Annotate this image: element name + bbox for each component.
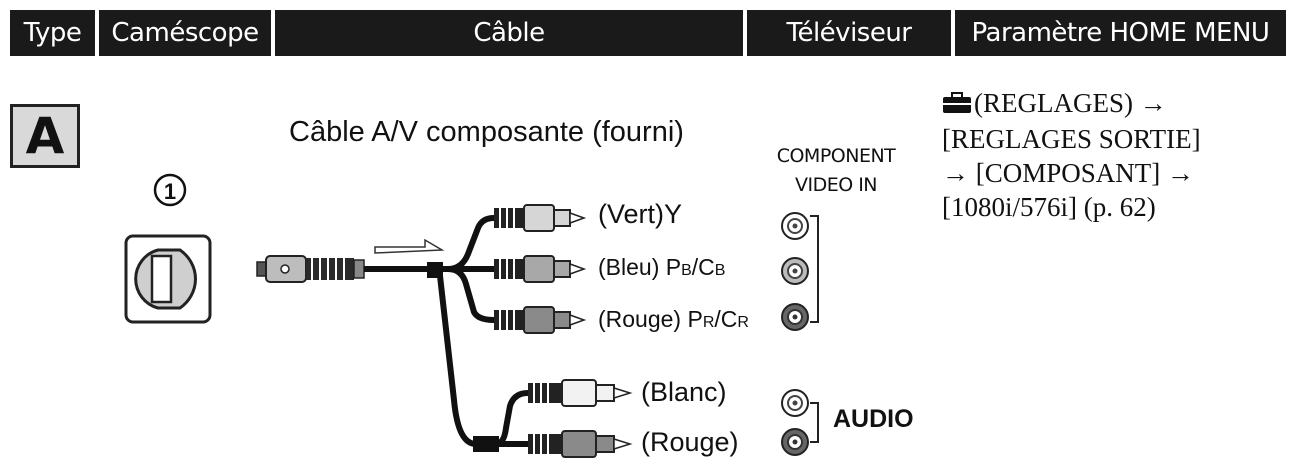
label-red: (Rouge) PR/CR <box>598 306 749 332</box>
cable-camcorder-plug <box>256 255 365 283</box>
rca-plug-white <box>528 379 633 407</box>
tv-jack-red <box>781 303 809 331</box>
tv-audio-label: AUDIO <box>833 405 914 433</box>
component-bracket <box>810 215 819 323</box>
rca-plug-blue <box>494 255 587 283</box>
label-blue: (Bleu) PB/CB <box>598 254 726 280</box>
home-step-line2: [REGLAGES SORTIE] <box>942 124 1201 154</box>
port-number-marker: 1 <box>153 173 187 207</box>
header-camcorder: Caméscope <box>99 10 271 56</box>
tv-input-line2: VIDEO IN <box>794 174 878 196</box>
toolbox-icon <box>942 88 972 122</box>
header-home-menu: Paramètre HOME MENU <box>955 10 1286 56</box>
tv-jack-red-audio <box>781 428 809 456</box>
tv-component-input-label: COMPONENT VIDEO IN <box>758 142 914 200</box>
home-menu-instructions: (REGLAGES) → [REGLAGES SORTIE] → [COMPOS… <box>942 86 1292 224</box>
home-step-line1: (REGLAGES) → <box>942 86 1292 122</box>
audio-splitter-block <box>473 436 499 452</box>
label-red-audio: (Rouge) <box>641 427 739 457</box>
rca-plug-green <box>494 204 587 232</box>
svg-text:1: 1 <box>164 179 176 204</box>
header-cable: Câble <box>275 10 743 56</box>
label-green: (Vert)Y <box>598 199 683 229</box>
home-step-line4: [1080i/576i] (p. 62) <box>942 192 1156 222</box>
label-white: (Blanc) <box>641 377 727 407</box>
home-step-line3: → [COMPOSANT] → <box>942 158 1195 188</box>
header-tv: Téléviseur <box>747 10 951 56</box>
audio-bracket <box>810 402 819 443</box>
tv-jack-green <box>781 212 809 240</box>
type-letter-badge: A <box>10 104 80 168</box>
cable-splitter-block <box>427 262 443 278</box>
insert-direction-arrow-icon <box>374 238 445 254</box>
rca-plug-red <box>494 306 587 334</box>
tv-jack-blue <box>781 257 809 285</box>
camcorder-component-port-icon <box>124 234 212 324</box>
tv-input-line1: COMPONENT <box>776 145 896 167</box>
tv-jack-white <box>781 389 809 417</box>
rca-plug-red-audio <box>528 430 633 458</box>
cable-title: Câble A/V composante (fourni) <box>289 116 684 148</box>
header-type: Type <box>10 10 95 56</box>
